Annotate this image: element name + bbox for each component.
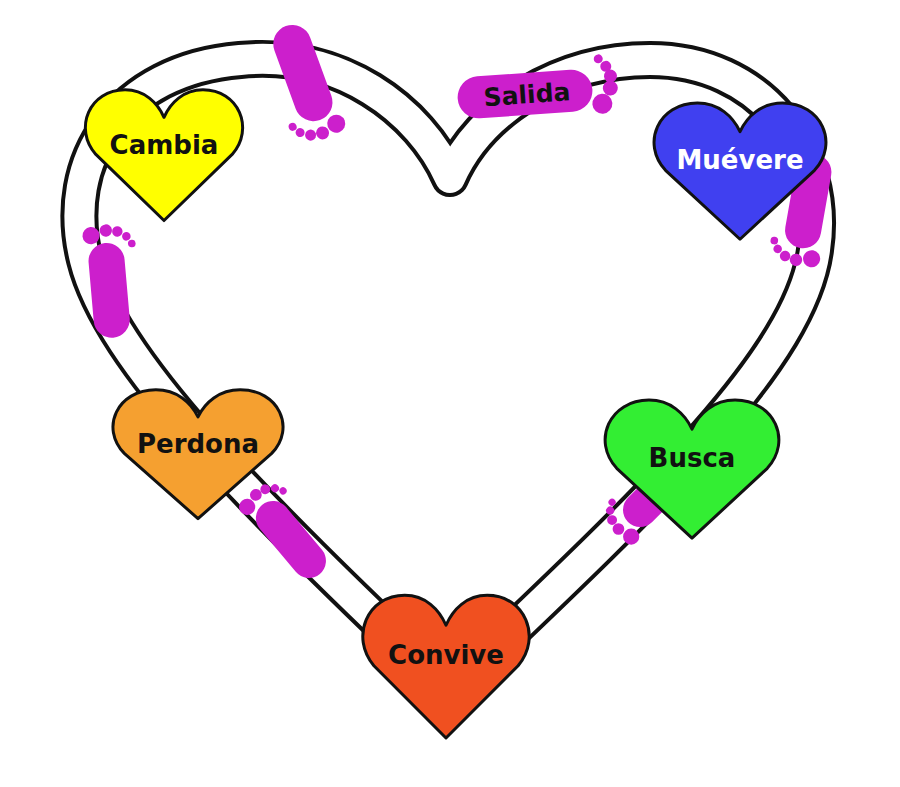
start-label: Salida — [483, 78, 571, 111]
heart-label: Muévere — [676, 146, 803, 175]
green-heart: Busca — [597, 395, 787, 545]
footprint — [82, 222, 144, 340]
footprint — [235, 473, 342, 587]
red-heart: Convive — [355, 590, 537, 745]
footprint — [256, 18, 349, 149]
heart-band-outline — [79, 59, 817, 690]
heart-label: Cambia — [110, 130, 219, 159]
orange-heart: Perdona — [105, 385, 291, 525]
heart-label: Convive — [388, 641, 504, 670]
yellow-heart: Cambia — [78, 85, 250, 227]
heart-label: Busca — [649, 444, 736, 473]
start-footprint: Salida — [453, 46, 627, 126]
heart-label: Perdona — [137, 430, 259, 459]
blue-heart: Muévere — [646, 98, 834, 246]
heart-band — [79, 59, 817, 690]
